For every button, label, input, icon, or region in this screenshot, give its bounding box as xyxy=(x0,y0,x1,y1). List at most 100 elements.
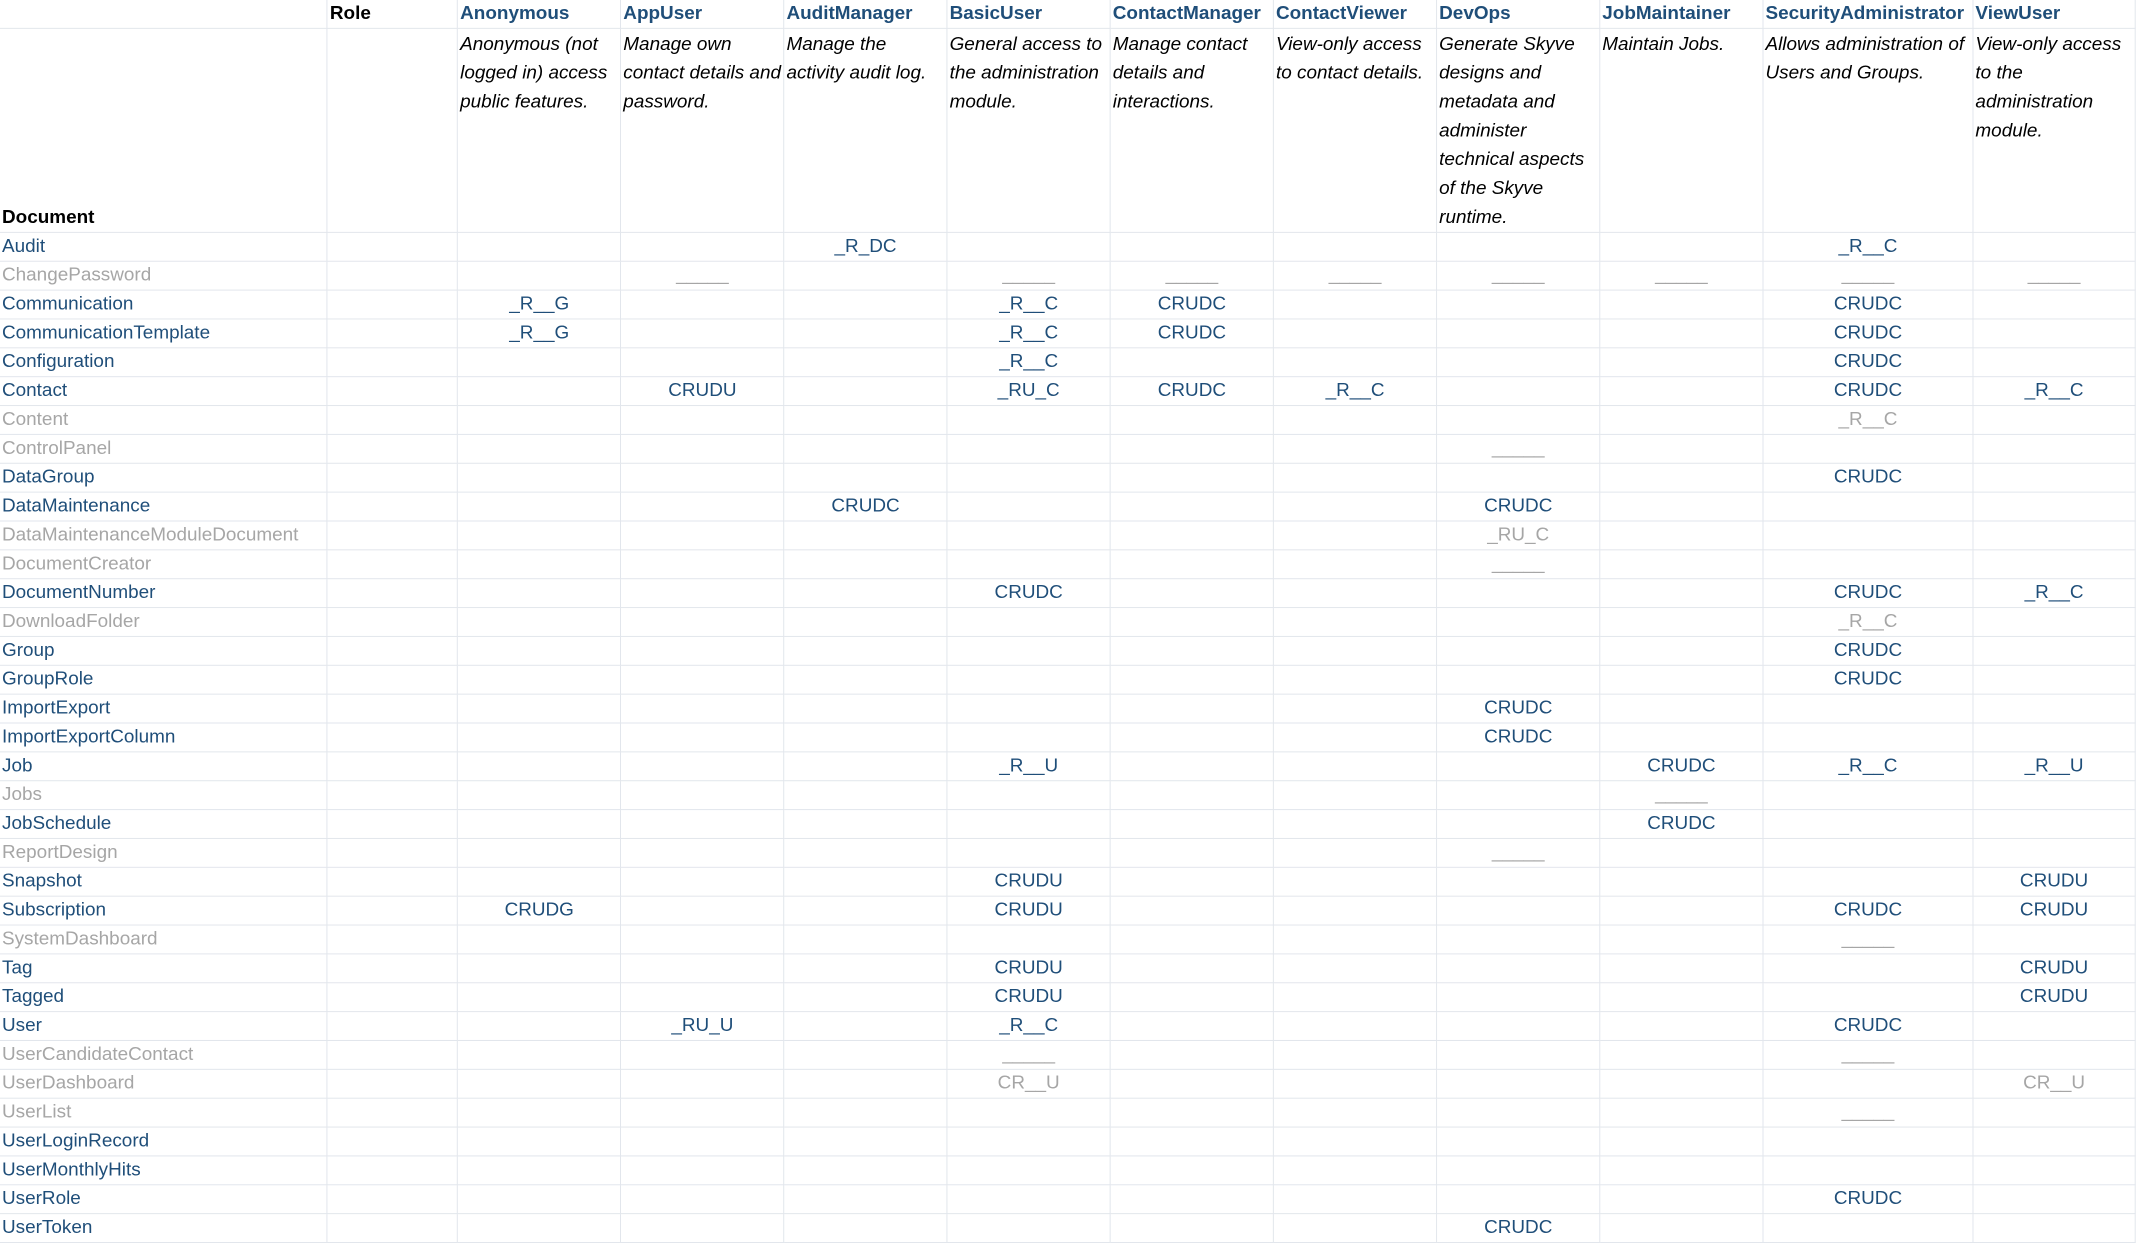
permission-cell[interactable]: CRUDC xyxy=(1762,376,1974,407)
permission-cell[interactable] xyxy=(783,1098,948,1128)
permission-cell[interactable] xyxy=(1599,896,1764,926)
permission-cell[interactable] xyxy=(457,809,622,839)
document-name-cell[interactable]: ChangePassword xyxy=(0,261,328,291)
document-name-cell[interactable]: Communication xyxy=(0,290,328,320)
role-description-contactviewer[interactable]: View-only access to contact details. xyxy=(1273,28,1438,233)
permission-cell[interactable] xyxy=(1436,953,1601,984)
permission-cell[interactable] xyxy=(947,1155,1111,1186)
permission-cell[interactable] xyxy=(457,405,622,435)
permission-cell[interactable]: CRUDC xyxy=(1436,492,1601,522)
permission-cell[interactable] xyxy=(1762,953,1974,984)
permission-cell[interactable] xyxy=(1972,405,2136,435)
permission-cell[interactable] xyxy=(1273,1184,1438,1215)
permission-cell[interactable]: _____ xyxy=(1599,780,1764,811)
permission-cell[interactable] xyxy=(1110,463,1274,493)
permission-cell[interactable]: CRUDU xyxy=(1972,896,2136,926)
permission-cell[interactable] xyxy=(1273,1155,1438,1186)
document-name-cell[interactable]: Group xyxy=(0,636,328,666)
permission-cell[interactable] xyxy=(947,694,1111,724)
document-name-cell[interactable]: DataGroup xyxy=(0,463,328,493)
permission-cell[interactable]: _R__C xyxy=(947,290,1111,320)
permission-cell[interactable] xyxy=(620,809,785,839)
permission-cell[interactable]: _R__C xyxy=(947,318,1111,349)
permission-cell[interactable] xyxy=(1110,1127,1274,1157)
permission-cell[interactable] xyxy=(1273,867,1438,897)
document-name-cell[interactable]: UserLoginRecord xyxy=(0,1127,328,1157)
permission-cell[interactable] xyxy=(783,780,948,811)
empty-cell[interactable] xyxy=(327,28,459,233)
permission-cell[interactable] xyxy=(1599,520,1764,551)
permission-cell[interactable] xyxy=(457,520,622,551)
document-name-cell[interactable]: Configuration xyxy=(0,347,328,378)
permission-cell[interactable] xyxy=(947,838,1111,868)
document-name-cell[interactable]: DownloadFolder xyxy=(0,607,328,637)
permission-cell[interactable] xyxy=(1273,1011,1438,1041)
permission-cell[interactable] xyxy=(1762,1155,1974,1186)
permission-cell[interactable] xyxy=(783,982,948,1013)
permission-cell[interactable] xyxy=(1599,347,1764,378)
role-column-cell[interactable] xyxy=(327,290,459,320)
permission-cell[interactable] xyxy=(1110,434,1274,464)
permission-cell[interactable]: CRUDG xyxy=(457,896,622,926)
permission-cell[interactable] xyxy=(1436,463,1601,493)
permission-cell[interactable] xyxy=(1436,751,1601,782)
permission-cell[interactable] xyxy=(1762,1069,1974,1099)
permission-cell[interactable]: CRUDC xyxy=(783,492,948,522)
permission-cell[interactable] xyxy=(1972,925,2136,955)
permission-cell[interactable]: _R__U xyxy=(947,751,1111,782)
permission-cell[interactable] xyxy=(457,723,622,753)
permission-cell[interactable] xyxy=(1110,578,1274,609)
permission-cell[interactable] xyxy=(1762,549,1974,580)
permission-cell[interactable] xyxy=(1110,1069,1274,1099)
permission-cell[interactable] xyxy=(1110,1011,1274,1041)
permission-cell[interactable] xyxy=(947,1213,1111,1243)
permission-cell[interactable] xyxy=(457,925,622,955)
permission-cell[interactable] xyxy=(1273,953,1438,984)
permission-cell[interactable] xyxy=(1436,290,1601,320)
permission-cell[interactable] xyxy=(1273,607,1438,637)
permission-cell[interactable]: CRUDC xyxy=(1110,290,1274,320)
permission-cell[interactable] xyxy=(783,665,948,695)
permission-cell[interactable] xyxy=(457,376,622,407)
permission-cell[interactable] xyxy=(1599,492,1764,522)
permission-cell[interactable] xyxy=(457,1127,622,1157)
permission-cell[interactable]: _R__C xyxy=(1972,578,2136,609)
permission-cell[interactable] xyxy=(620,925,785,955)
permission-cell[interactable] xyxy=(1972,636,2136,666)
permission-cell[interactable] xyxy=(1436,780,1601,811)
permission-cell[interactable] xyxy=(1273,1213,1438,1243)
permission-cell[interactable] xyxy=(620,492,785,522)
permission-cell[interactable] xyxy=(947,665,1111,695)
document-label[interactable]: Document xyxy=(0,28,328,233)
permission-cell[interactable] xyxy=(783,347,948,378)
permission-cell[interactable] xyxy=(1762,723,1974,753)
permission-cell[interactable] xyxy=(783,434,948,464)
permission-cell[interactable] xyxy=(1436,896,1601,926)
permission-cell[interactable] xyxy=(1436,232,1601,262)
permission-cell[interactable] xyxy=(1972,838,2136,868)
permission-cell[interactable] xyxy=(783,636,948,666)
role-description-appuser[interactable]: Manage own contact details and password. xyxy=(620,28,785,233)
permission-cell[interactable] xyxy=(1273,665,1438,695)
permission-cell[interactable] xyxy=(1273,694,1438,724)
role-column-cell[interactable] xyxy=(327,1184,459,1215)
permission-cell[interactable] xyxy=(1599,925,1764,955)
permission-cell[interactable] xyxy=(1972,1184,2136,1215)
permission-cell[interactable] xyxy=(1972,520,2136,551)
permission-cell[interactable] xyxy=(783,925,948,955)
permission-cell[interactable] xyxy=(1599,549,1764,580)
permission-cell[interactable] xyxy=(620,982,785,1013)
permission-cell[interactable] xyxy=(1273,723,1438,753)
permission-cell[interactable] xyxy=(620,1155,785,1186)
document-name-cell[interactable]: JobSchedule xyxy=(0,809,328,839)
permission-cell[interactable] xyxy=(783,1069,948,1099)
permission-cell[interactable] xyxy=(1599,1011,1764,1041)
document-name-cell[interactable]: GroupRole xyxy=(0,665,328,695)
document-name-cell[interactable]: UserCandidateContact xyxy=(0,1040,328,1070)
permission-cell[interactable] xyxy=(1273,405,1438,435)
permission-cell[interactable] xyxy=(1110,1184,1274,1215)
permission-cell[interactable]: CRUDC xyxy=(1762,665,1974,695)
permission-cell[interactable] xyxy=(620,780,785,811)
permission-cell[interactable] xyxy=(457,751,622,782)
permission-cell[interactable] xyxy=(1762,492,1974,522)
